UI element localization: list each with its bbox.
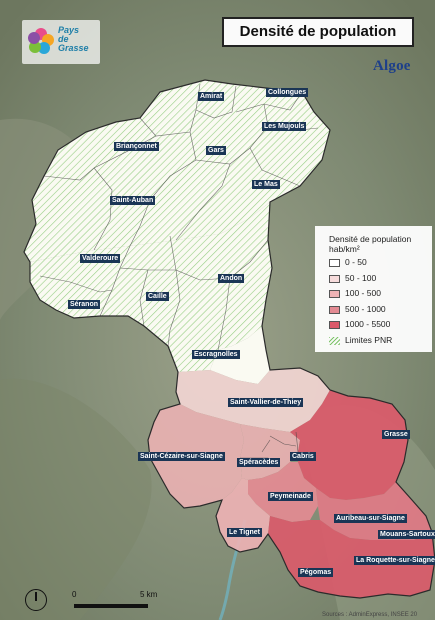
legend-item-label: 50 - 100	[345, 272, 377, 283]
commune-label: Escragnolles	[192, 350, 240, 359]
commune-label: Spéracèdes	[237, 458, 281, 467]
pays-de-grasse-logo: Pays de Grasse	[22, 20, 100, 64]
logo-text: Pays de Grasse	[58, 26, 89, 53]
commune-label: Briançonnet	[114, 142, 159, 151]
legend-item: 1000 - 5500	[329, 318, 432, 334]
hatch-swatch	[329, 336, 340, 345]
legend-item-label: 100 - 500	[345, 288, 381, 298]
legend-item-label: 500 - 1000	[345, 303, 386, 314]
logo-line-1: Pays	[58, 25, 80, 35]
commune-label: Saint-Auban	[110, 196, 156, 205]
legend-swatch	[329, 321, 340, 329]
legend-unit: hab/km²	[329, 244, 360, 254]
scale-bar	[74, 604, 148, 608]
legend-item: 0 - 50	[329, 256, 432, 272]
legend-item: 500 - 1000	[329, 303, 432, 319]
commune-label: Séranon	[68, 300, 101, 309]
commune-label: Auribeau-sur-Siagne	[334, 514, 407, 523]
terrain-ridge	[0, 378, 152, 620]
commune-label: Saint-Vallier-de-Thiey	[228, 398, 304, 407]
commune-area	[268, 516, 435, 598]
legend-item-label: Limites PNR	[345, 334, 393, 345]
scale-end-label: 5 km	[140, 590, 158, 599]
commune-label: Collongues	[266, 88, 309, 97]
commune-area	[290, 390, 408, 500]
commune-label: Grasse	[382, 430, 410, 439]
commune-label: Cabris	[290, 452, 316, 461]
commune-label: Saint-Cézaire-sur-Siagne	[138, 452, 225, 461]
legend-swatch	[329, 290, 340, 298]
commune-label: Amirat	[198, 92, 225, 101]
algoe-brand: Algoe	[373, 58, 411, 74]
legend-swatch	[329, 259, 340, 267]
legend-item-label: 1000 - 5500	[345, 319, 391, 329]
map-title: Densité de population	[222, 17, 414, 47]
logo-line-2: de	[58, 34, 69, 44]
legend-item-label: 0 - 50	[345, 257, 367, 267]
commune-label: Le Mas	[252, 180, 280, 189]
north-arrow-icon	[25, 589, 47, 611]
pnr-boundary	[23, 79, 435, 599]
legend-item: 50 - 100	[329, 272, 432, 288]
source-text: Sources : AdminExpress, INSEE 20	[322, 612, 418, 618]
commune-label: Mouans-Sartoux	[378, 530, 435, 539]
commune-area	[210, 326, 270, 384]
legend-item: 100 - 500	[329, 287, 432, 303]
commune-label: Caille	[146, 292, 169, 301]
logo-line-3: Grasse	[58, 43, 89, 53]
legend: Densité de population hab/km² 0 - 50 50 -…	[315, 226, 432, 352]
commune-label: Pégomas	[298, 568, 334, 577]
legend-title: Densité de population	[329, 234, 412, 244]
commune-label: Le Tignet	[227, 528, 262, 537]
legend-swatch	[329, 305, 340, 314]
commune-label: Valderoure	[80, 254, 121, 263]
commune-label: Gars	[206, 146, 226, 155]
legend-swatch	[329, 274, 340, 283]
scale-start-label: 0	[72, 590, 77, 599]
north-sector	[24, 80, 330, 384]
commune-label: Les Mujouls	[262, 122, 307, 131]
legend-item-pnr: Limites PNR	[329, 334, 432, 350]
commune-label: Peymeinade	[268, 492, 313, 501]
flower-logo-icon	[28, 28, 54, 54]
commune-area	[316, 482, 432, 540]
commune-label: La Roquette-sur-Siagne	[354, 556, 435, 565]
commune-label: Andon	[218, 274, 245, 283]
